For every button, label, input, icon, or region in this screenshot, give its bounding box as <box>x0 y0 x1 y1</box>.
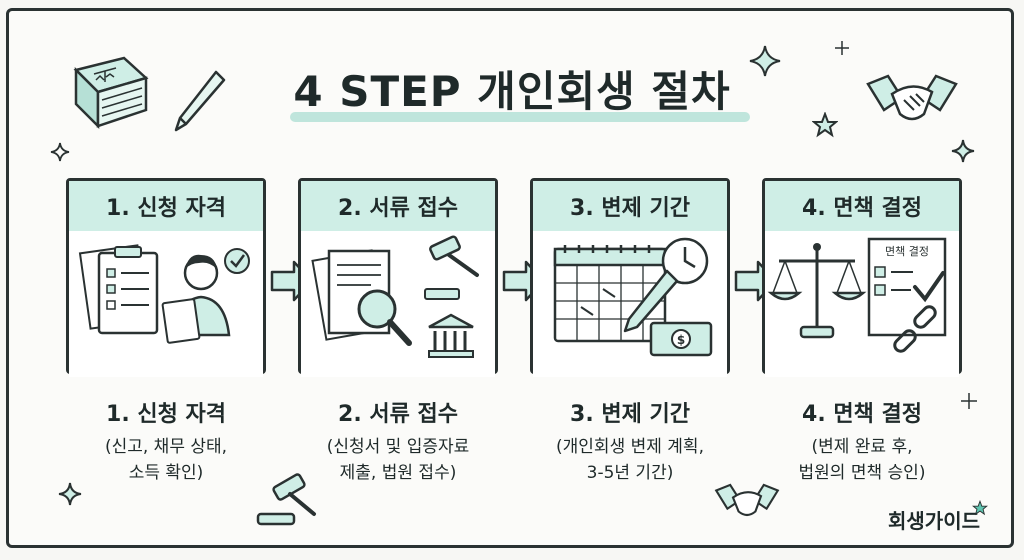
pencil-icon <box>174 70 226 132</box>
star-icon <box>972 500 988 516</box>
gavel-icon <box>256 473 316 526</box>
documents-icon <box>311 235 479 358</box>
step-card-title: 4. 면책 결정 <box>765 181 959 231</box>
broken-chain-icon <box>893 305 937 353</box>
star-icon <box>812 112 838 138</box>
handshake-icon <box>714 483 780 517</box>
step-illustration <box>69 231 263 377</box>
caption-line: (신청서 및 입증자료 <box>326 437 470 457</box>
brand-text: 회생가이드 <box>888 509 980 533</box>
step-illustration: $ <box>533 231 727 377</box>
calendar-icon: $ <box>553 237 713 357</box>
caption-line: 제출, 법원 접수) <box>339 463 457 483</box>
caption-title: 2. 서류 접수 <box>338 402 458 427</box>
step-illustration <box>301 231 495 377</box>
caption-line: 소득 확인) <box>128 463 204 483</box>
step-illustration: 면책 결정 <box>765 231 959 377</box>
caption-line: (변제 완료 후, <box>811 437 913 457</box>
scales-icon: 면책 결정 <box>767 237 947 353</box>
step-card-1: 1. 신청 자격 <box>66 178 266 377</box>
step-card-4: 4. 면책 결정 면책 결정 <box>762 178 962 377</box>
sparkle-icon <box>749 45 781 77</box>
caption-title: 4. 면책 결정 <box>802 402 922 427</box>
sparkle-icon <box>50 142 70 162</box>
page-title: 4 STEP 개인회생 절차 <box>293 67 731 116</box>
caption-line: (신고, 채무 상태, <box>104 437 228 457</box>
step-caption-4: 4. 면책 결정 (변제 완료 후, 법원의 면책 승인) <box>752 396 972 486</box>
step-caption-3: 3. 변제 기간 (개인회생 변제 계획, 3-5년 기간) <box>520 396 740 486</box>
sparkle-icon <box>951 139 975 163</box>
caption-title: 1. 신청 자격 <box>106 402 226 427</box>
sparkle-icon <box>58 482 82 506</box>
handshake-icon <box>866 74 958 121</box>
caption-title: 3. 변제 기간 <box>570 402 690 427</box>
step-card-2: 2. 서류 접수 <box>298 178 498 377</box>
title-underline <box>290 112 750 122</box>
caption-line: (개인회생 변제 계획, <box>556 437 704 457</box>
note-text: 면책 결정 <box>885 245 929 258</box>
step-caption-2: 2. 서류 접수 (신청서 및 입증자료 제출, 법원 접수) <box>288 396 508 486</box>
step-caption-1: 1. 신청 자격 (신고, 채무 상태, 소득 확인) <box>56 396 276 486</box>
step-card-3: 3. 변제 기간 $ <box>530 178 730 377</box>
sparkle-icon <box>835 41 849 55</box>
svg-text:$: $ <box>677 333 685 347</box>
sparkle-icon <box>961 393 977 409</box>
clipboard-icon <box>78 244 250 344</box>
caption-line: 3-5년 기간) <box>586 463 674 483</box>
step-card-title: 2. 서류 접수 <box>301 181 495 231</box>
step-card-title: 3. 변제 기간 <box>533 181 727 231</box>
step-card-title: 1. 신청 자격 <box>69 181 263 231</box>
law-book-icon <box>73 56 149 130</box>
brand-logo: 회생가이드 <box>888 505 980 534</box>
caption-line: 법원의 면책 승인) <box>798 463 926 483</box>
